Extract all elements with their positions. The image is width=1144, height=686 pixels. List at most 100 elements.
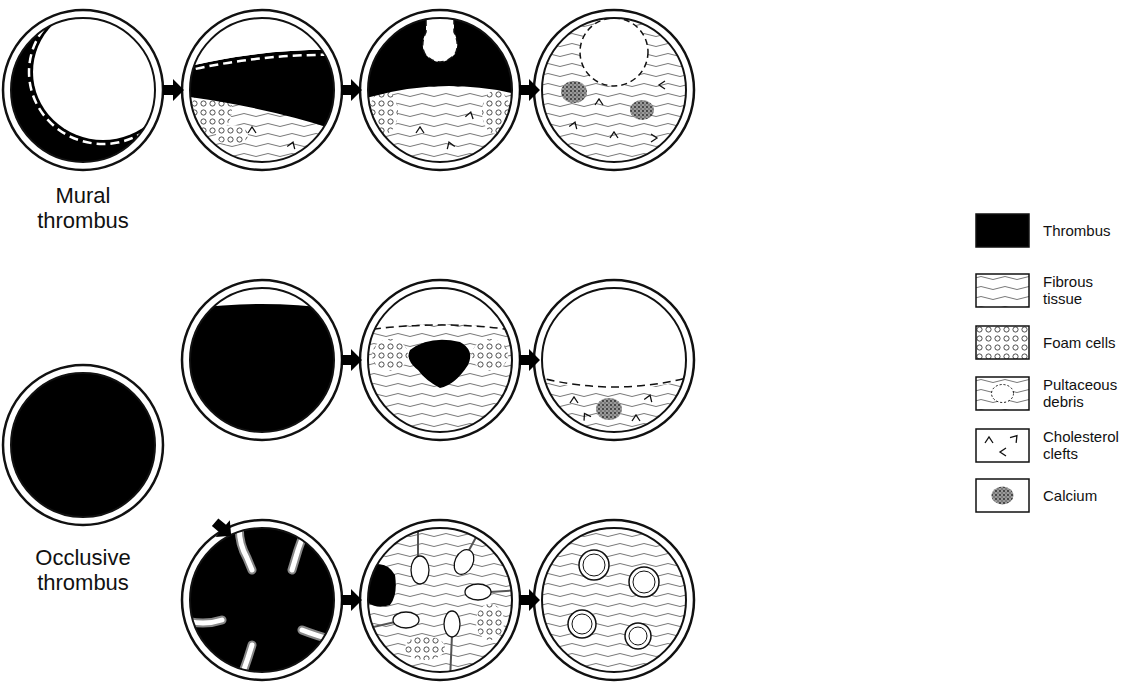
- vessel-wall: [368, 288, 512, 432]
- swatch-box: [976, 326, 1029, 359]
- calcium-deposit: [561, 81, 587, 103]
- endothelium: [360, 325, 520, 331]
- recanalized-channel: [568, 550, 659, 649]
- swatch-box: [976, 429, 1029, 462]
- vessel-section: [3, 0, 177, 170]
- vessel-wall: [542, 528, 686, 672]
- cholesterol-cleft: [416, 127, 424, 133]
- swatch-box: [976, 274, 1029, 307]
- vessel-section: [360, 10, 520, 170]
- foam-cells: [405, 636, 445, 660]
- cholesterol-cleft: [570, 397, 578, 403]
- thrombus-area: [409, 340, 471, 388]
- foam-cells: [472, 339, 508, 371]
- swatch-box: [976, 377, 1029, 410]
- vessel-wall: [368, 528, 512, 672]
- vessel-wall: [360, 280, 520, 440]
- foam-cells: [372, 339, 408, 371]
- cholesterol-cleft: [610, 132, 618, 138]
- vessel-wall: [190, 528, 334, 672]
- vessel-section: [3, 365, 163, 525]
- cholesterol-cleft: [569, 121, 579, 129]
- thrombus-area: [360, 10, 520, 100]
- fibrous-area: [360, 10, 520, 170]
- legend-swatch: [975, 213, 1030, 248]
- endothelium: [182, 55, 342, 72]
- legend-text: Foam cells: [1043, 334, 1138, 351]
- legend-swatch: [975, 428, 1030, 463]
- vessel-wall: [542, 288, 686, 432]
- cholesterol-cleft: [445, 141, 455, 149]
- vessel-section: [182, 280, 342, 440]
- cholesterol-cleft: [644, 394, 654, 402]
- fibrous-area: [534, 520, 694, 680]
- cholesterol-cleft: [595, 99, 603, 105]
- vessel-section: [534, 10, 694, 170]
- cholesterol-cleft: [581, 411, 591, 420]
- legend-swatch: [975, 376, 1030, 411]
- cholesterol-cleft: [632, 415, 640, 421]
- foam-cells: [216, 125, 248, 145]
- vessel-section: [182, 520, 342, 680]
- vessel-wall: [542, 18, 686, 162]
- capillary: [360, 520, 520, 680]
- legend-text: Cholesterol clefts: [1043, 428, 1133, 462]
- cholesterol-cleft: [465, 111, 474, 119]
- cholesterol-cleft: [1010, 433, 1020, 443]
- vessel-section: [534, 520, 694, 680]
- vessel-wall: [3, 10, 163, 170]
- vessel-wall: [190, 288, 334, 432]
- vessel-wall: [11, 18, 155, 162]
- fibrous-area: [360, 280, 520, 440]
- vessel-section: [360, 520, 520, 680]
- vessel-wall: [3, 365, 163, 525]
- debris-mark: [992, 385, 1014, 403]
- cholesterol-cleft: [651, 134, 657, 142]
- legend-text: Calcium: [1043, 487, 1133, 504]
- foam-cells: [370, 90, 398, 134]
- thrombus-area: [182, 520, 342, 680]
- foam-cells: [482, 90, 510, 134]
- vessel-wall: [182, 280, 342, 440]
- cholesterol-cleft: [1000, 448, 1006, 456]
- thrombus-area: [182, 280, 342, 440]
- fibrous-area: [182, 10, 342, 170]
- vessel-wall: [534, 10, 694, 170]
- vessel-section: [360, 280, 520, 440]
- vessel-wall: [182, 10, 342, 170]
- vessel-wall: [368, 18, 512, 162]
- calcium-deposit: [596, 398, 622, 420]
- vessel-wall: [534, 280, 694, 440]
- cholesterol-cleft: [287, 141, 297, 149]
- section-label: Occlusive thrombus: [21, 545, 145, 595]
- fibrous-area: [534, 10, 694, 170]
- cholesterol-cleft: [985, 437, 993, 443]
- cholesterol-cleft: [248, 127, 256, 133]
- lumen: [580, 18, 648, 86]
- vessel-wall: [11, 373, 155, 517]
- section-label: Mural thrombus: [27, 183, 139, 233]
- lumen: [182, 280, 342, 310]
- legend-swatch: [975, 325, 1030, 360]
- legend-text: Thrombus: [1043, 222, 1138, 239]
- legend-text: Pultaceous debris: [1043, 376, 1133, 410]
- calcium-deposit: [992, 487, 1014, 505]
- legend-text: Fibrous tissue: [1043, 273, 1113, 307]
- capillary: [393, 546, 491, 637]
- vessel-section: [182, 10, 342, 170]
- vessel-section: [534, 280, 694, 440]
- legend-swatch: [975, 273, 1030, 308]
- lumen: [534, 280, 694, 440]
- cholesterol-cleft: [659, 81, 665, 89]
- swatch-box: [976, 479, 1029, 512]
- fibrous-area: [360, 520, 520, 680]
- foam-cells: [476, 604, 504, 640]
- thrombus-area: [3, 365, 163, 525]
- vessel-wall: [534, 520, 694, 680]
- progress-arrow: [163, 79, 540, 611]
- vessel-wall: [182, 520, 342, 680]
- endothelium: [534, 376, 694, 387]
- vessel-wall: [360, 10, 520, 170]
- legend-swatch: [975, 478, 1030, 513]
